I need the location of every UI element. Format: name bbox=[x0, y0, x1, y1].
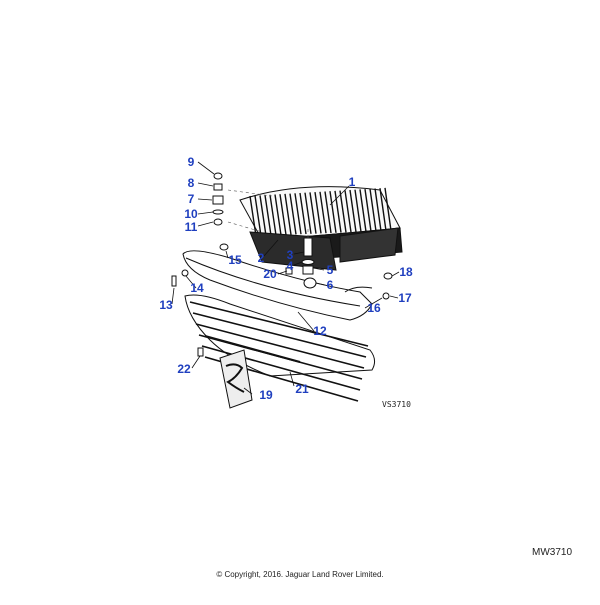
grille-slat bbox=[354, 189, 362, 232]
grille-slat bbox=[274, 194, 282, 236]
grille-slat bbox=[319, 191, 327, 234]
grille-slat bbox=[374, 188, 382, 232]
callout-20: 20 bbox=[263, 267, 277, 281]
callout-6: 6 bbox=[326, 278, 334, 292]
grille-slat bbox=[369, 188, 377, 232]
grille-slat bbox=[289, 193, 297, 235]
side-panel bbox=[339, 227, 399, 263]
assembly-guides bbox=[227, 189, 309, 238]
grille-slat bbox=[329, 191, 337, 233]
diagram-id: MW3710 bbox=[531, 547, 572, 558]
callout-10: 10 bbox=[184, 207, 198, 221]
callout-16: 16 bbox=[367, 301, 381, 315]
grille-slat bbox=[304, 192, 312, 234]
callout-7: 7 bbox=[187, 192, 195, 206]
grille-slat bbox=[294, 193, 302, 235]
callout-22: 22 bbox=[177, 362, 191, 376]
callout-1: 1 bbox=[348, 175, 356, 189]
callout-5: 5 bbox=[326, 263, 334, 277]
callout-8: 8 bbox=[187, 176, 195, 190]
grille-slat bbox=[249, 195, 257, 237]
callout-21: 21 bbox=[295, 382, 309, 396]
main-bar bbox=[182, 250, 373, 321]
grille-bar bbox=[195, 323, 365, 369]
callout-4: 4 bbox=[286, 259, 294, 273]
grille-bar bbox=[192, 312, 367, 358]
badge bbox=[219, 349, 253, 409]
copyright-notice: © Copyright, 2016. Jaguar Land Rover Lim… bbox=[216, 570, 384, 579]
grille-slat bbox=[379, 188, 387, 231]
grille-slat bbox=[344, 190, 352, 233]
grille-bar bbox=[201, 345, 361, 391]
callout-18: 18 bbox=[399, 265, 413, 279]
grille-slat bbox=[284, 193, 292, 235]
grille-slat bbox=[254, 195, 262, 236]
grille-slat bbox=[259, 195, 267, 236]
callout-13: 13 bbox=[159, 298, 173, 312]
callout-9: 9 bbox=[187, 155, 195, 169]
callout-17: 17 bbox=[398, 291, 412, 305]
leader-lines bbox=[171, 161, 400, 395]
callout-3: 3 bbox=[286, 248, 294, 262]
grille-slat bbox=[309, 192, 317, 234]
grille-slat bbox=[264, 194, 272, 236]
grille-slat bbox=[299, 192, 307, 235]
grille-slat bbox=[364, 189, 372, 232]
grille-slat bbox=[269, 194, 277, 236]
fasteners bbox=[171, 172, 393, 357]
grille-bar bbox=[189, 301, 369, 347]
grille-slat bbox=[314, 191, 322, 234]
grille-slat bbox=[349, 189, 357, 233]
grille-slat bbox=[339, 190, 347, 233]
callout-19: 19 bbox=[259, 388, 273, 402]
drawing-code: VS3710 bbox=[382, 400, 411, 409]
callout-2: 2 bbox=[257, 251, 265, 265]
callout-12: 12 bbox=[313, 324, 327, 338]
callout-15: 15 bbox=[228, 253, 242, 267]
grille-slat bbox=[279, 194, 287, 235]
grille-slat bbox=[359, 189, 367, 232]
callout-14: 14 bbox=[190, 281, 204, 295]
callout-11: 11 bbox=[184, 220, 198, 234]
grille-slat bbox=[334, 190, 342, 233]
grille-slat bbox=[384, 187, 392, 231]
grille-slat bbox=[324, 191, 332, 234]
under-panel bbox=[249, 231, 337, 271]
